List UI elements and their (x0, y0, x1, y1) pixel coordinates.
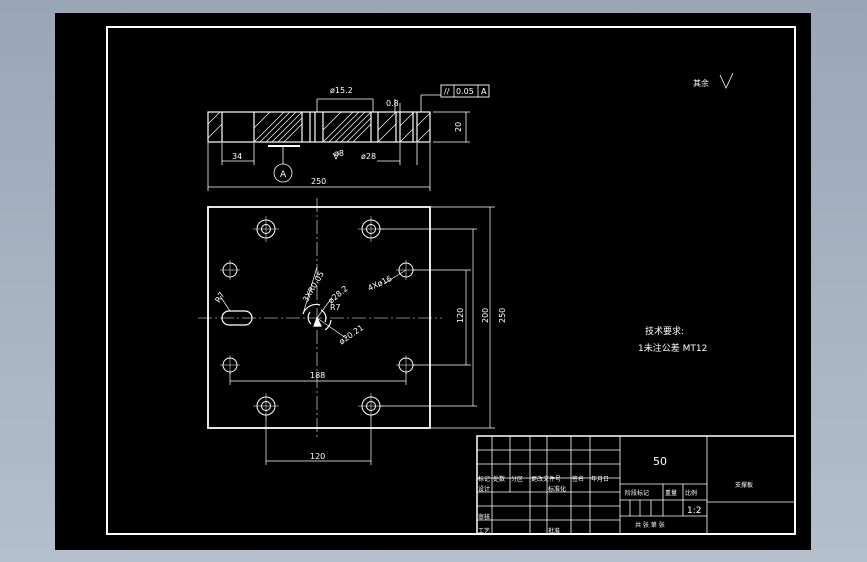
gdt-tolerance: 0.05 (456, 87, 474, 96)
tb-row-label-3: 更改文件号 (531, 475, 561, 483)
cad-viewport[interactable]: ø15.2 0.8 // 0.05 A 20 34 ø8 ø28 250 A (55, 13, 811, 550)
tb-part-name: 支撑板 (735, 481, 753, 489)
hole-centermarks (220, 216, 416, 419)
tb-scale: 1:2 (687, 506, 701, 516)
center-feature (302, 303, 332, 331)
tb-sheet-info: 共 张 第 张 (635, 521, 665, 529)
center-lines (198, 198, 442, 438)
section-hatching (207, 111, 431, 143)
dim-height-outer: 250 (498, 308, 507, 323)
dim-hole-callout: 4Xø16 (366, 274, 393, 293)
plate-outline (207, 206, 431, 429)
tb-design: 设计 (478, 485, 490, 493)
dim-spot-dia: 0.8 (386, 99, 399, 108)
roughness-symbol-icon (719, 72, 734, 89)
tb-standardize: 标准化 (548, 485, 566, 493)
roughness-note: 其余 (693, 72, 734, 89)
dim-overall-width: 250 (311, 177, 326, 186)
counterbored-holes (256, 219, 381, 416)
section-view (207, 111, 431, 143)
section-dim-labels: ø15.2 0.8 // 0.05 A 20 34 ø8 ø28 250 A (232, 86, 487, 186)
tb-weight: 重量 (665, 489, 677, 497)
dim-width-bottom: 120 (310, 452, 325, 461)
section-dimensions (207, 84, 490, 191)
plan-dimensions (219, 206, 495, 465)
dim-center-radius: R7 (330, 303, 341, 312)
tb-row-label-4: 签名 (572, 475, 584, 483)
dim-height-inner: 120 (456, 308, 465, 323)
datum-label: A (280, 170, 287, 180)
dim-width-holes: 188 (310, 371, 325, 380)
dim-hole-dia-top: ø15.2 (330, 86, 353, 95)
tb-row-label-1: 处数 (493, 475, 505, 483)
plan-view (198, 198, 442, 438)
title-block (476, 435, 796, 535)
drawing-canvas: ø15.2 0.8 // 0.05 A 20 34 ø8 ø28 250 A (106, 26, 796, 535)
title-block-text: 50 支撑板 1:2 标记 处数 分区 更改文件号 签名 年月日 设计 标准化 … (478, 455, 753, 535)
dim-bore-dia: ø28 (361, 152, 376, 161)
dim-height-mid: 200 (481, 308, 490, 323)
tb-quantity: 50 (653, 455, 667, 468)
plan-dim-labels: 250 200 120 188 120 R7 3XR0.05 ø28.2 R7 … (213, 270, 507, 461)
drawing-border (106, 26, 796, 535)
gdt-symbol: // (444, 87, 450, 96)
tech-requirements: 技术要求: 1未注公差 MT12 (638, 325, 707, 354)
tb-process: 工艺 (478, 527, 490, 535)
dim-slot-radius: R7 (213, 290, 226, 304)
svg-text:其余: 其余 (693, 78, 709, 88)
tb-row-label-5: 年月日 (591, 475, 609, 483)
tb-review: 审核 (478, 513, 490, 521)
section-outline (207, 111, 431, 143)
gdt-datum: A (481, 87, 487, 96)
tb-stage-mark: 阶段标记 (625, 489, 649, 497)
tb-row-label-2: 分区 (511, 475, 523, 483)
slot (221, 310, 253, 326)
dim-angle-note: 3XR0.05 (301, 270, 326, 304)
tech-item: 1未注公差 MT12 (638, 342, 707, 354)
tb-approve: 批准 (548, 527, 560, 535)
dim-left-offset: 34 (232, 152, 242, 161)
tb-row-label-0: 标记 (478, 475, 490, 483)
tb-scale-label: 比例 (685, 489, 697, 497)
dim-thickness: 20 (454, 122, 463, 132)
tech-title: 技术要求: (645, 325, 684, 337)
dim-small-dia: ø8 (334, 149, 344, 158)
